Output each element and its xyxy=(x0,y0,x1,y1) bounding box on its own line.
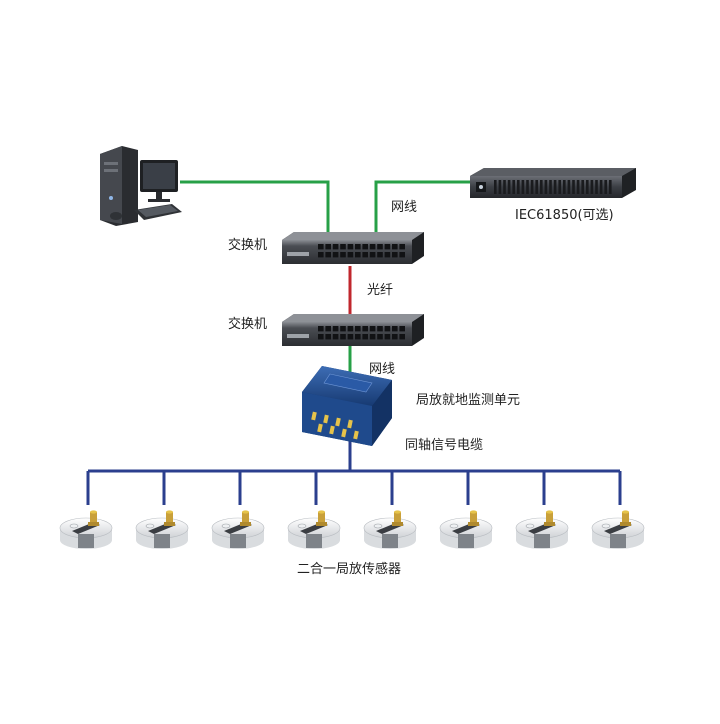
network-cable-top-label: 网线 xyxy=(391,200,418,215)
pd-sensor-icon xyxy=(591,510,645,549)
switch-top-icon xyxy=(282,232,424,264)
sensors-label: 二合一局放传感器 xyxy=(297,562,402,577)
pd-sensor-icon xyxy=(211,510,265,549)
coax-cable-label: 同轴信号电缆 xyxy=(405,438,484,453)
server-to-switch-line xyxy=(374,180,470,232)
pd-sensor-icon xyxy=(363,510,417,549)
monitor-unit-label: 局放就地监测单元 xyxy=(416,393,521,408)
switch-top-label: 交换机 xyxy=(228,238,268,253)
fiber-label: 光纤 xyxy=(367,283,394,298)
computer-icon xyxy=(100,146,182,226)
sensor-group xyxy=(59,510,645,549)
pd-sensor-icon xyxy=(59,510,113,549)
pc-to-switch-line xyxy=(180,180,330,232)
server-caption: IEC61850(可选) xyxy=(515,208,614,223)
monitoring-unit-icon xyxy=(302,366,392,446)
pd-sensor-icon xyxy=(287,510,341,549)
switch-bottom-icon xyxy=(282,314,424,346)
network-cable-bottom-label: 网线 xyxy=(369,362,396,377)
connection-lines xyxy=(86,180,622,505)
pd-sensor-icon xyxy=(515,510,569,549)
pd-sensor-icon xyxy=(439,510,493,549)
rack-device-icon xyxy=(470,168,636,198)
sensor-drop-lines xyxy=(86,471,622,505)
pd-sensor-icon xyxy=(135,510,189,549)
switch-bottom-label: 交换机 xyxy=(228,317,268,332)
